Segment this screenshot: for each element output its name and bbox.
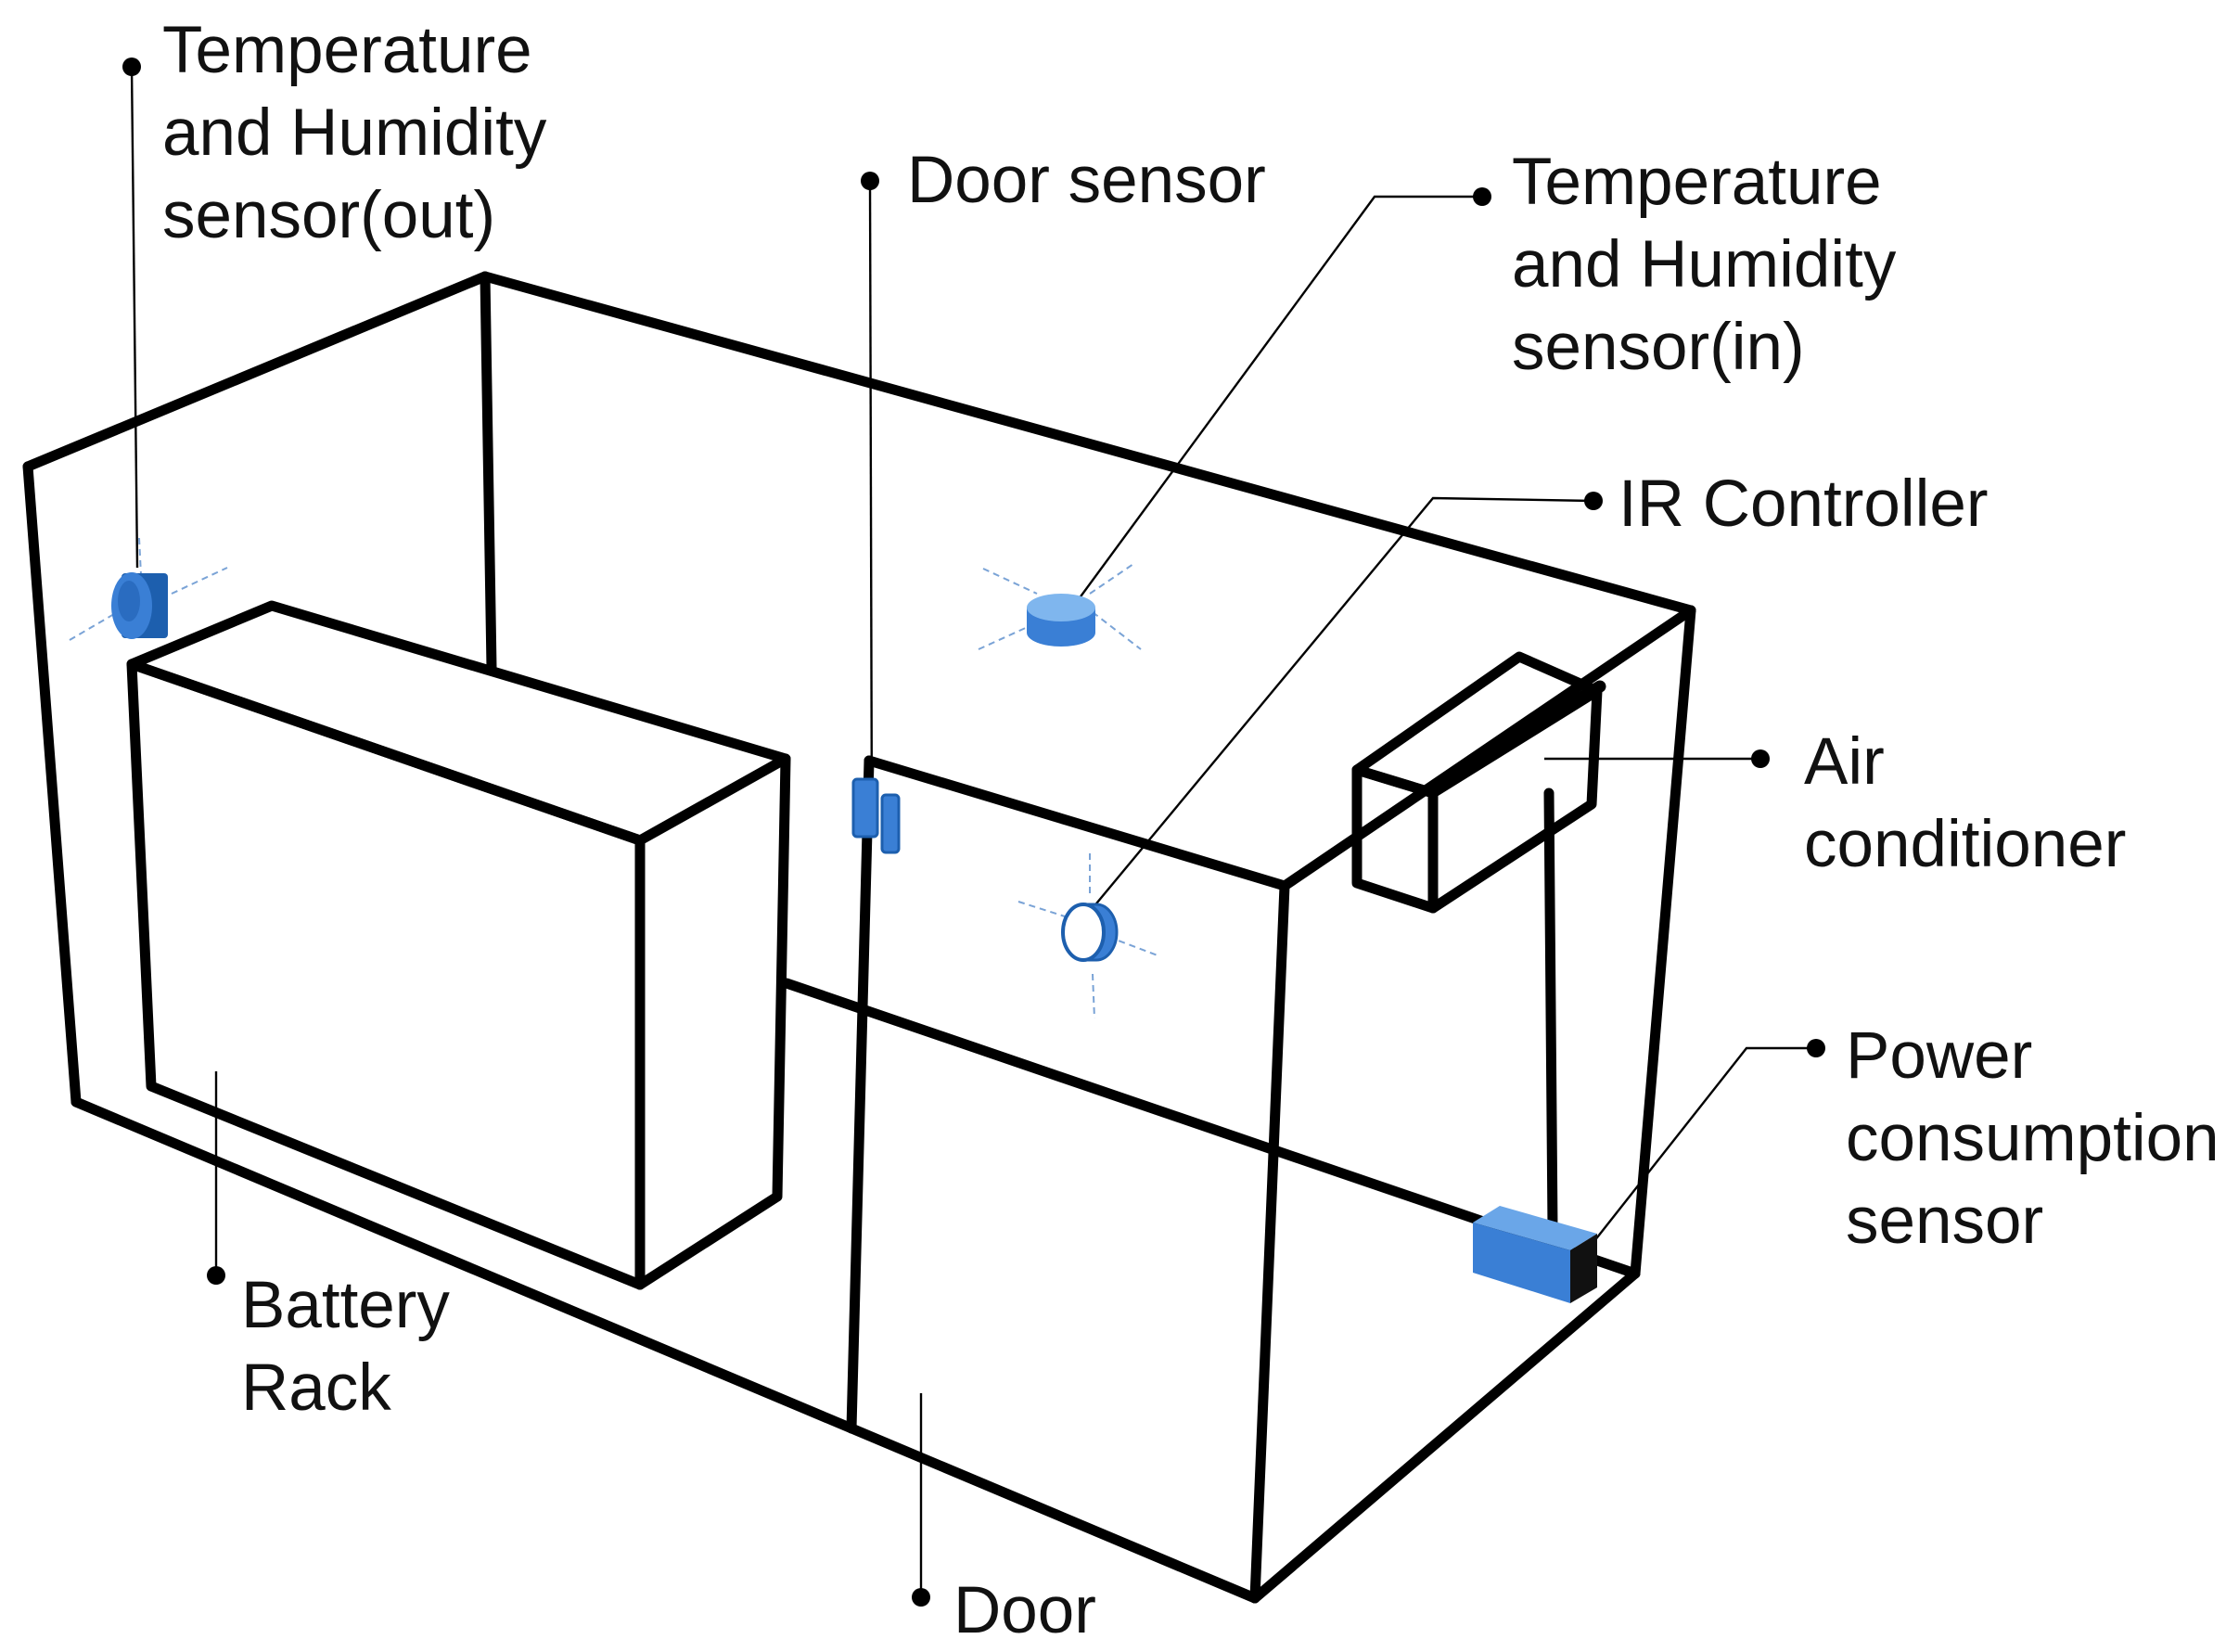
front-right-edge — [1249, 880, 1290, 1604]
battery-rack-front — [126, 659, 646, 1290]
battery-rack — [126, 600, 791, 1290]
floor-front-edge — [70, 1096, 1260, 1604]
dot-door — [912, 1588, 930, 1607]
leader-lines — [130, 66, 1816, 1597]
label-door-sensor: Door sensor — [907, 144, 1266, 217]
air-conditioner-edge-detail — [1429, 680, 1606, 791]
label-door: Door — [953, 1574, 1096, 1647]
leader-door-sensor — [868, 180, 874, 831]
leader-dots — [122, 58, 1825, 1607]
th-out-sensor-face-highlight — [118, 581, 140, 621]
dot-ir-controller — [1584, 492, 1603, 510]
air-conditioner — [1351, 651, 1606, 1235]
door-contact-icon — [851, 777, 901, 854]
power-sensor-front — [1473, 1223, 1570, 1303]
leader-ir-controller — [1087, 496, 1594, 915]
door-sensor-magnet — [880, 793, 901, 854]
dot-battery-rack — [207, 1266, 225, 1285]
dot-air-conditioner — [1751, 749, 1770, 768]
label-th-in: Temperature and Humidity sensor(in) — [1512, 146, 1914, 384]
label-power-sensor: Power consumption sensor — [1846, 1019, 2237, 1258]
leader-th-out — [130, 66, 139, 569]
power-box-icon — [1473, 1206, 1597, 1303]
power-sensor-top — [1473, 1206, 1597, 1250]
ir-emitter-icon — [1017, 853, 1158, 1019]
back-wall-top-edge — [480, 271, 1696, 616]
cylinder-sensor-icon — [69, 537, 228, 641]
floor-right-edge — [1249, 1268, 1641, 1604]
front-top-edge — [864, 755, 1290, 891]
ir-controller-face — [1061, 903, 1106, 962]
cylinder-sensor-icon — [978, 563, 1142, 650]
air-conditioner-side — [1427, 685, 1603, 914]
label-battery-rack: Battery Rack — [241, 1269, 468, 1425]
leader-power-sensor — [1576, 1046, 1816, 1264]
door-post — [846, 755, 875, 1434]
dot-power-sensor — [1807, 1039, 1825, 1057]
label-th-out: Temperature and Humidity sensor(out) — [162, 14, 565, 252]
right-back-edge — [1630, 605, 1696, 1279]
battery-rack-side — [634, 753, 791, 1290]
dot-th-out — [122, 58, 141, 76]
th-in-sensor-top — [1027, 594, 1095, 621]
dot-door-sensor — [861, 172, 879, 190]
air-conditioner-top — [1351, 651, 1603, 799]
power-sensor-side — [1570, 1234, 1597, 1303]
leader-th-in — [1075, 195, 1482, 604]
label-ir-controller: IR Controller — [1618, 467, 1989, 541]
label-air-conditioner: Air conditioner — [1804, 725, 2126, 881]
door-sensor-main — [851, 777, 879, 839]
air-conditioner-cable — [1543, 788, 1558, 1235]
dot-th-in — [1473, 187, 1491, 206]
left-wall-front-edge — [22, 461, 82, 1108]
battery-rack-top — [126, 600, 791, 846]
